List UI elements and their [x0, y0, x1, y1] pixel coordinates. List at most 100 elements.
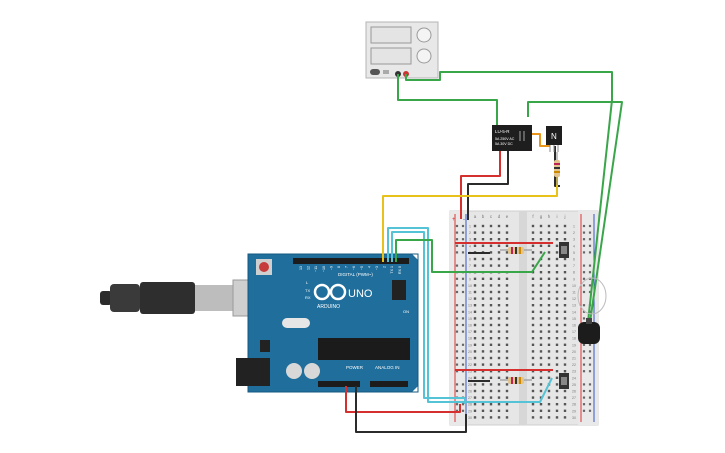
breadboard-hole[interactable]	[497, 304, 501, 307]
breadboard-hole[interactable]	[555, 356, 559, 360]
breadboard-hole[interactable]	[489, 290, 493, 294]
breadboard-hole[interactable]	[473, 257, 477, 261]
breadboard-hole[interactable]	[531, 370, 535, 373]
breadboard-hole[interactable]	[547, 251, 551, 254]
breadboard-hole[interactable]	[539, 271, 543, 274]
breadboard-hole[interactable]	[489, 251, 493, 254]
breadboard-hole[interactable]	[547, 224, 551, 228]
breadboard-hole[interactable]	[563, 224, 567, 228]
rail-hole[interactable]	[582, 389, 586, 393]
breadboard-hole[interactable]	[563, 284, 567, 287]
wire-green-pin[interactable]	[395, 239, 546, 273]
breadboard-hole[interactable]	[531, 350, 535, 353]
rail-hole[interactable]	[582, 370, 586, 373]
rail-hole[interactable]	[582, 251, 586, 254]
breadboard-hole[interactable]	[497, 277, 501, 280]
breadboard-hole[interactable]	[497, 363, 501, 366]
breadboard-hole[interactable]	[531, 337, 535, 340]
rail-hole[interactable]	[455, 251, 459, 254]
breadboard-hole[interactable]	[555, 416, 559, 419]
breadboard-hole[interactable]	[497, 396, 501, 399]
breadboard-hole[interactable]	[563, 290, 567, 294]
breadboard-hole[interactable]	[531, 416, 535, 419]
breadboard-hole[interactable]	[481, 317, 485, 320]
breadboard-hole[interactable]	[473, 297, 477, 300]
breadboard-hole[interactable]	[563, 356, 567, 360]
breadboard-hole[interactable]	[497, 350, 501, 353]
breadboard-hole[interactable]	[547, 244, 551, 247]
rail-hole[interactable]	[588, 277, 592, 280]
rail-hole[interactable]	[582, 356, 586, 360]
breadboard-hole[interactable]	[539, 356, 543, 360]
breadboard-hole[interactable]	[531, 284, 535, 287]
rail-hole[interactable]	[588, 271, 592, 274]
breadboard-hole[interactable]	[539, 396, 543, 399]
rail-hole[interactable]	[455, 264, 459, 267]
rail-hole[interactable]	[461, 231, 465, 234]
breadboard-hole[interactable]	[539, 284, 543, 287]
rail-hole[interactable]	[588, 409, 592, 412]
breadboard-hole[interactable]	[489, 277, 493, 280]
breadboard-hole[interactable]	[555, 383, 559, 386]
rail-hole[interactable]	[455, 389, 459, 393]
breadboard-hole[interactable]	[555, 370, 559, 373]
breadboard-hole[interactable]	[555, 323, 559, 327]
breadboard-hole[interactable]	[555, 257, 559, 261]
rail-hole[interactable]	[588, 370, 592, 373]
rail-hole[interactable]	[582, 403, 586, 406]
breadboard-hole[interactable]	[473, 403, 477, 406]
rail-hole[interactable]	[582, 350, 586, 353]
breadboard-hole[interactable]	[489, 224, 493, 228]
rail-hole[interactable]	[461, 370, 465, 373]
breadboard-hole[interactable]	[563, 271, 567, 274]
breadboard-hole[interactable]	[555, 310, 559, 313]
breadboard-hole[interactable]	[505, 370, 509, 373]
breadboard-hole[interactable]	[547, 356, 551, 360]
breadboard-hole[interactable]	[547, 396, 551, 399]
breadboard-hole[interactable]	[497, 264, 501, 267]
breadboard-hole[interactable]	[497, 244, 501, 247]
rail-hole[interactable]	[455, 224, 459, 228]
breadboard-hole[interactable]	[473, 356, 477, 360]
breadboard-hole[interactable]	[555, 238, 559, 241]
breadboard-hole[interactable]	[563, 350, 567, 353]
breadboard-hole[interactable]	[547, 264, 551, 267]
breadboard-hole[interactable]	[547, 337, 551, 340]
breadboard-hole[interactable]	[563, 297, 567, 300]
rail-hole[interactable]	[582, 271, 586, 274]
wire-relay-black[interactable]	[467, 150, 509, 220]
breadboard-hole[interactable]	[497, 323, 501, 327]
breadboard-hole[interactable]	[505, 356, 509, 360]
breadboard-hole[interactable]	[547, 290, 551, 294]
breadboard-hole[interactable]	[489, 383, 493, 386]
rail-hole[interactable]	[582, 238, 586, 241]
breadboard-hole[interactable]	[489, 244, 493, 247]
breadboard-hole[interactable]	[539, 297, 543, 300]
relay[interactable]: LU-5-R 5A 250V AC 5A 30V DC	[492, 125, 532, 151]
breadboard-hole[interactable]	[539, 251, 543, 254]
breadboard-hole[interactable]	[473, 277, 477, 280]
breadboard-hole[interactable]	[481, 383, 485, 386]
rail-hole[interactable]	[461, 403, 465, 406]
breadboard-hole[interactable]	[489, 231, 493, 234]
breadboard-hole[interactable]	[563, 264, 567, 267]
breadboard-hole[interactable]	[481, 376, 485, 379]
breadboard-hole[interactable]	[563, 304, 567, 307]
breadboard-hole[interactable]	[505, 363, 509, 366]
breadboard-hole[interactable]	[531, 317, 535, 320]
breadboard-hole[interactable]	[531, 257, 535, 261]
digital-header[interactable]	[293, 258, 409, 264]
wire-cyan-pin-bottom[interactable]	[387, 227, 553, 403]
breadboard-hole[interactable]	[497, 337, 501, 340]
rail-hole[interactable]	[461, 409, 465, 412]
rail-hole[interactable]	[455, 231, 459, 234]
breadboard-hole[interactable]	[539, 409, 543, 412]
power-header[interactable]	[318, 381, 360, 387]
breadboard-hole[interactable]	[531, 238, 535, 241]
breadboard-hole[interactable]	[473, 323, 477, 327]
rail-hole[interactable]	[588, 403, 592, 406]
breadboard-hole[interactable]	[481, 290, 485, 294]
rail-hole[interactable]	[588, 396, 592, 399]
breadboard-hole[interactable]	[473, 224, 477, 228]
rail-hole[interactable]	[461, 284, 465, 287]
